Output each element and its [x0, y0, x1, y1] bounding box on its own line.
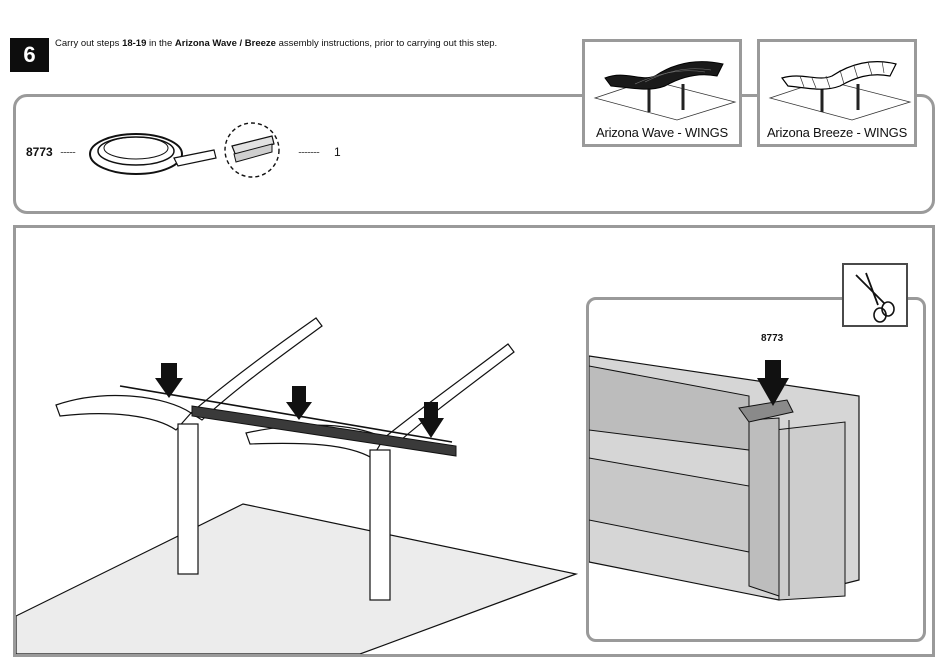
breeze-wings-icon: [760, 42, 914, 122]
scissors-tool-box: [842, 263, 908, 327]
instruction-suffix: assembly instructions, prior to carrying…: [276, 38, 497, 49]
instruction-product: Arizona Wave / Breeze: [175, 38, 276, 49]
instruction-prefix: Carry out steps: [55, 38, 122, 49]
part-leader-dots: ..........: [60, 145, 75, 155]
rubber-seal-roll-icon: [86, 118, 286, 182]
part-number: 8773: [26, 145, 53, 159]
instruction-middle: in the: [146, 38, 175, 49]
wing-label-breeze: Arizona Breeze - WINGS: [760, 125, 914, 140]
detail-inset-panel: [586, 297, 926, 642]
wing-label-wave: Arizona Wave - WINGS: [585, 125, 739, 140]
wing-card-breeze: Arizona Breeze - WINGS: [757, 39, 917, 147]
step-instruction: Carry out steps 18-19 in the Arizona Wav…: [55, 38, 497, 49]
wave-wings-icon: [585, 42, 739, 122]
profile-cross-section-illustration: [589, 300, 923, 639]
part-leader-dots: ..............: [298, 145, 319, 155]
detail-part-number: 8773: [761, 333, 783, 344]
step-number-badge: 6: [10, 38, 49, 72]
instruction-steps: 18-19: [122, 38, 146, 49]
scissors-icon: [844, 265, 906, 325]
part-quantity: 1: [334, 145, 341, 159]
wing-card-wave: Arizona Wave - WINGS: [582, 39, 742, 147]
